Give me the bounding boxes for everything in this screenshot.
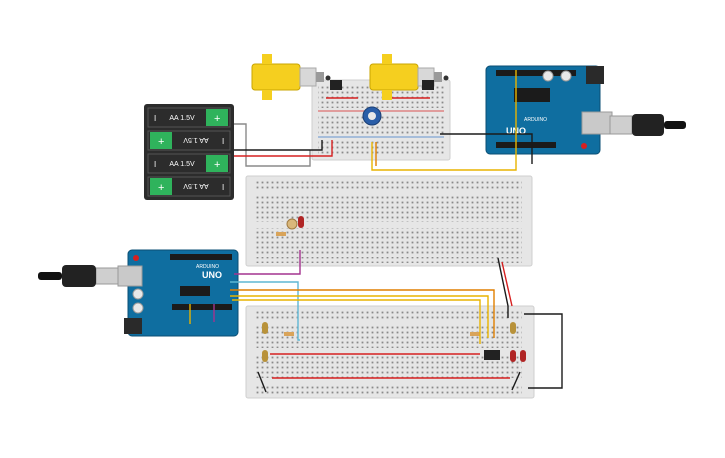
battery-plus-label: + <box>214 159 220 171</box>
battery-cell-label: AA 1.5V <box>183 182 209 189</box>
resistor-icon[interactable] <box>276 232 286 236</box>
battery-minus-label: I <box>154 114 156 123</box>
main-breadboard-top[interactable] <box>245 175 533 267</box>
arduino-left-model: UNO <box>202 270 222 280</box>
resistor-icon[interactable] <box>470 332 480 336</box>
motor-driver-icon[interactable] <box>330 80 342 90</box>
battery-cell: + I AA 1.5V <box>147 176 231 197</box>
motor-driver-icon[interactable] <box>422 80 434 90</box>
led-icon[interactable] <box>286 218 298 230</box>
dc-motor-icon[interactable] <box>251 54 331 100</box>
led-icon[interactable] <box>262 322 526 362</box>
motor-driver-icon[interactable] <box>484 350 500 360</box>
main-breadboard-bottom[interactable] <box>245 305 535 399</box>
battery-cell: + I AA 1.5V <box>147 130 231 151</box>
battery-cell-label: AA 1.5V <box>183 136 209 143</box>
arduino-top-brand: ARDUINO <box>524 117 547 123</box>
battery-pack[interactable]: + I AA 1.5V + I AA 1.5V + I AA 1.5V + I AA 1.5V <box>144 104 234 200</box>
battery-plus-label: + <box>214 113 220 125</box>
potentiometer-icon[interactable] <box>362 106 382 126</box>
resistor-icon[interactable] <box>284 332 294 336</box>
usb-cable-icon[interactable] <box>609 114 686 136</box>
wires[interactable] <box>189 70 563 393</box>
battery-minus-label: I <box>222 137 224 146</box>
arduino-uno-top[interactable]: UNO ARDUINO <box>485 65 613 155</box>
battery-minus-label: I <box>222 183 224 192</box>
led-icon[interactable] <box>298 216 304 228</box>
arduino-uno-left[interactable]: UNO ARDUINO <box>117 249 239 337</box>
battery-minus-label: I <box>154 160 156 169</box>
battery-cell-label: AA 1.5V <box>169 161 195 168</box>
battery-cell-label: AA 1.5V <box>169 115 195 122</box>
battery-plus-label: + <box>158 182 164 194</box>
battery-cell: + I AA 1.5V <box>147 153 231 174</box>
battery-cell: + I AA 1.5V <box>147 107 231 128</box>
usb-cable-icon[interactable] <box>38 265 119 287</box>
battery-plus-label: + <box>158 136 164 148</box>
small-breadboard[interactable] <box>311 79 451 161</box>
arduino-left-brand: ARDUINO <box>196 264 219 270</box>
